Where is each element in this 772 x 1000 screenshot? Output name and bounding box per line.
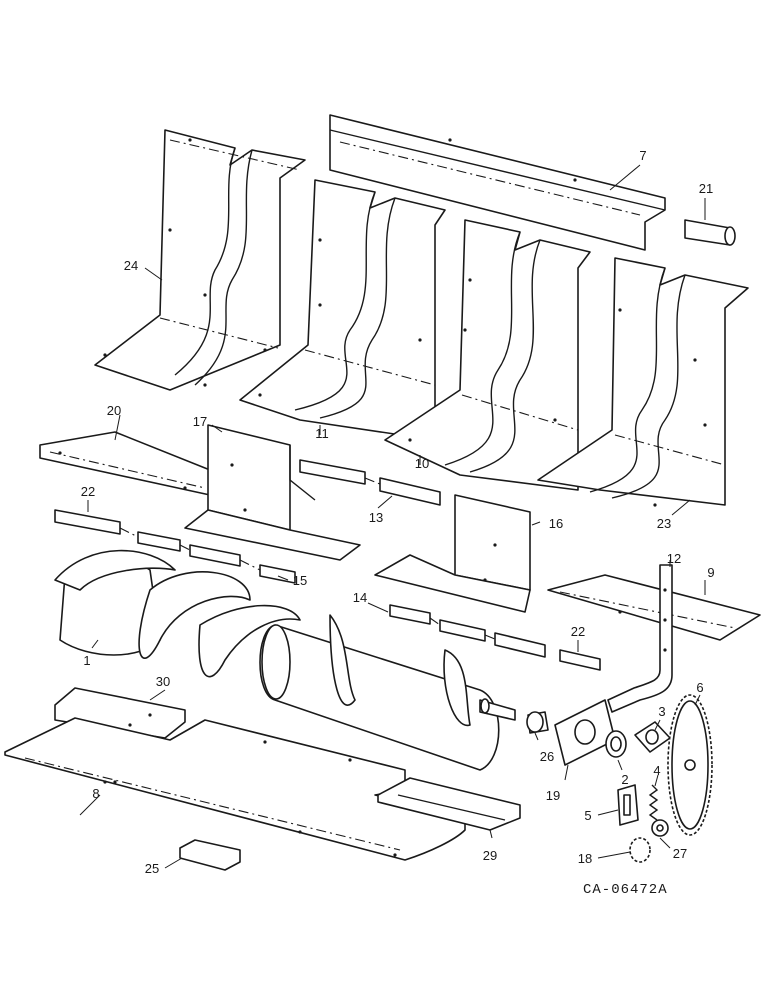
part-bracket-right: [374, 494, 531, 613]
part-trough-center-left: [239, 179, 446, 441]
callout-22-left: 22: [81, 484, 95, 499]
callout-6: 6: [696, 680, 703, 695]
callout-3: 3: [658, 704, 665, 719]
part-tensioner: [629, 784, 669, 863]
callout-18: 18: [578, 851, 592, 866]
callout-25: 25: [145, 861, 159, 876]
callout-8: 8: [92, 786, 99, 801]
callout-14: 14: [353, 590, 367, 605]
callout-2: 2: [621, 772, 628, 787]
callout-16: 16: [549, 516, 563, 531]
part-flange: [634, 721, 671, 753]
part-auger: [54, 549, 516, 771]
part-bracket-left: [184, 424, 361, 561]
callout-27: 27: [673, 846, 687, 861]
callout-1: 1: [83, 653, 90, 668]
callout-13: 13: [369, 510, 383, 525]
callout-9: 9: [707, 565, 714, 580]
callout-20: 20: [107, 403, 121, 418]
drawing-code: CA-06472A: [583, 882, 668, 898]
callout-10: 10: [415, 456, 429, 471]
part-plate-30: [54, 687, 186, 739]
part-support-arm: [607, 564, 673, 713]
part-bearing-plate: [554, 699, 616, 766]
callout-4: 4: [653, 763, 660, 778]
part-angle-strips-right: [389, 604, 601, 671]
callout-24: 24: [124, 258, 138, 273]
part-trough-center-right: [384, 219, 591, 491]
part-strip-left: [39, 431, 211, 496]
callout-23: 23: [657, 516, 671, 531]
callout-12: 12: [667, 551, 681, 566]
part-plate-25: [179, 839, 241, 871]
part-bottom-plate: [4, 717, 466, 861]
part-angle-strips-left: [54, 509, 296, 584]
callout-7: 7: [639, 148, 646, 163]
callout-11: 11: [315, 426, 329, 441]
part-plate-29: [377, 777, 521, 831]
callout-29: 29: [483, 848, 497, 863]
callout-30: 30: [156, 674, 170, 689]
bolt-holes: [58, 138, 707, 857]
part-sprocket: [667, 694, 713, 836]
callout-22-right: 22: [571, 624, 585, 639]
callout-15: 15: [293, 573, 307, 588]
callout-labels: 7 21 24 20 17 11 10 23 13 16 22 12 9 15 …: [81, 148, 715, 898]
callout-19: 19: [546, 788, 560, 803]
callout-26: 26: [540, 749, 554, 764]
part-trough-right: [537, 257, 749, 506]
callout-17: 17: [193, 414, 207, 429]
part-angle-strips: [299, 459, 441, 506]
leader-lines: [79, 164, 706, 869]
part-bearing: [605, 730, 627, 758]
callout-5: 5: [584, 808, 591, 823]
part-top-cover: [329, 114, 666, 251]
part-chain-guide: [617, 784, 639, 826]
part-bushing: [526, 711, 549, 734]
part-sleeve: [684, 219, 736, 246]
callout-21: 21: [699, 181, 713, 196]
part-trough-left: [94, 129, 306, 391]
